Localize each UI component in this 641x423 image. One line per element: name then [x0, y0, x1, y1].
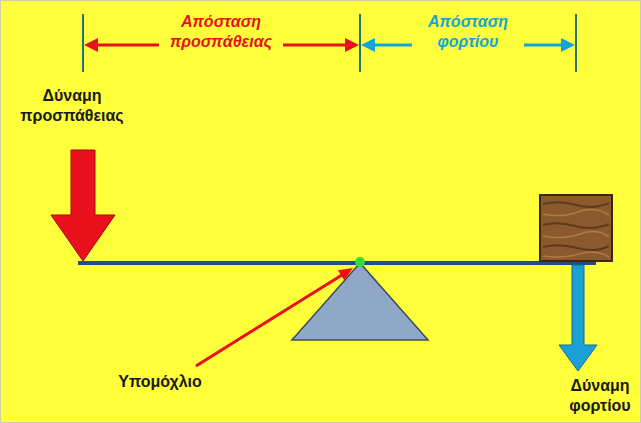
leader-arrow	[196, 275, 342, 366]
arrow-head	[361, 38, 375, 52]
load-box	[540, 195, 612, 261]
wood-grain	[543, 245, 609, 250]
arrow-head	[345, 38, 359, 52]
pivot-dot	[355, 257, 365, 267]
dimension-label: Απόσταση προσπάθειας	[159, 12, 283, 52]
dimension-tick	[359, 14, 361, 72]
arrow-head	[561, 38, 575, 52]
wood-grain	[543, 210, 609, 216]
dimension-tick	[82, 14, 84, 72]
wood-grain	[543, 223, 609, 228]
lever-bar	[78, 261, 596, 265]
force-label: Δύναμη προσπάθειας	[7, 86, 137, 126]
wood-grain	[543, 252, 609, 257]
arrow-head	[84, 38, 98, 52]
arrow-head	[338, 268, 353, 281]
load-arrow	[559, 265, 597, 371]
fulcrum-triangle	[292, 263, 428, 340]
dimension-label: Απόσταση φορτίου	[412, 12, 524, 52]
force-label: Δύναμη φορτίου	[563, 376, 637, 416]
fulcrum-label: Υπομόχλιο	[100, 372, 220, 392]
wood-grain	[543, 232, 609, 238]
wood-grain	[543, 202, 609, 207]
effort-arrow	[51, 150, 115, 261]
dimension-tick	[575, 14, 577, 72]
